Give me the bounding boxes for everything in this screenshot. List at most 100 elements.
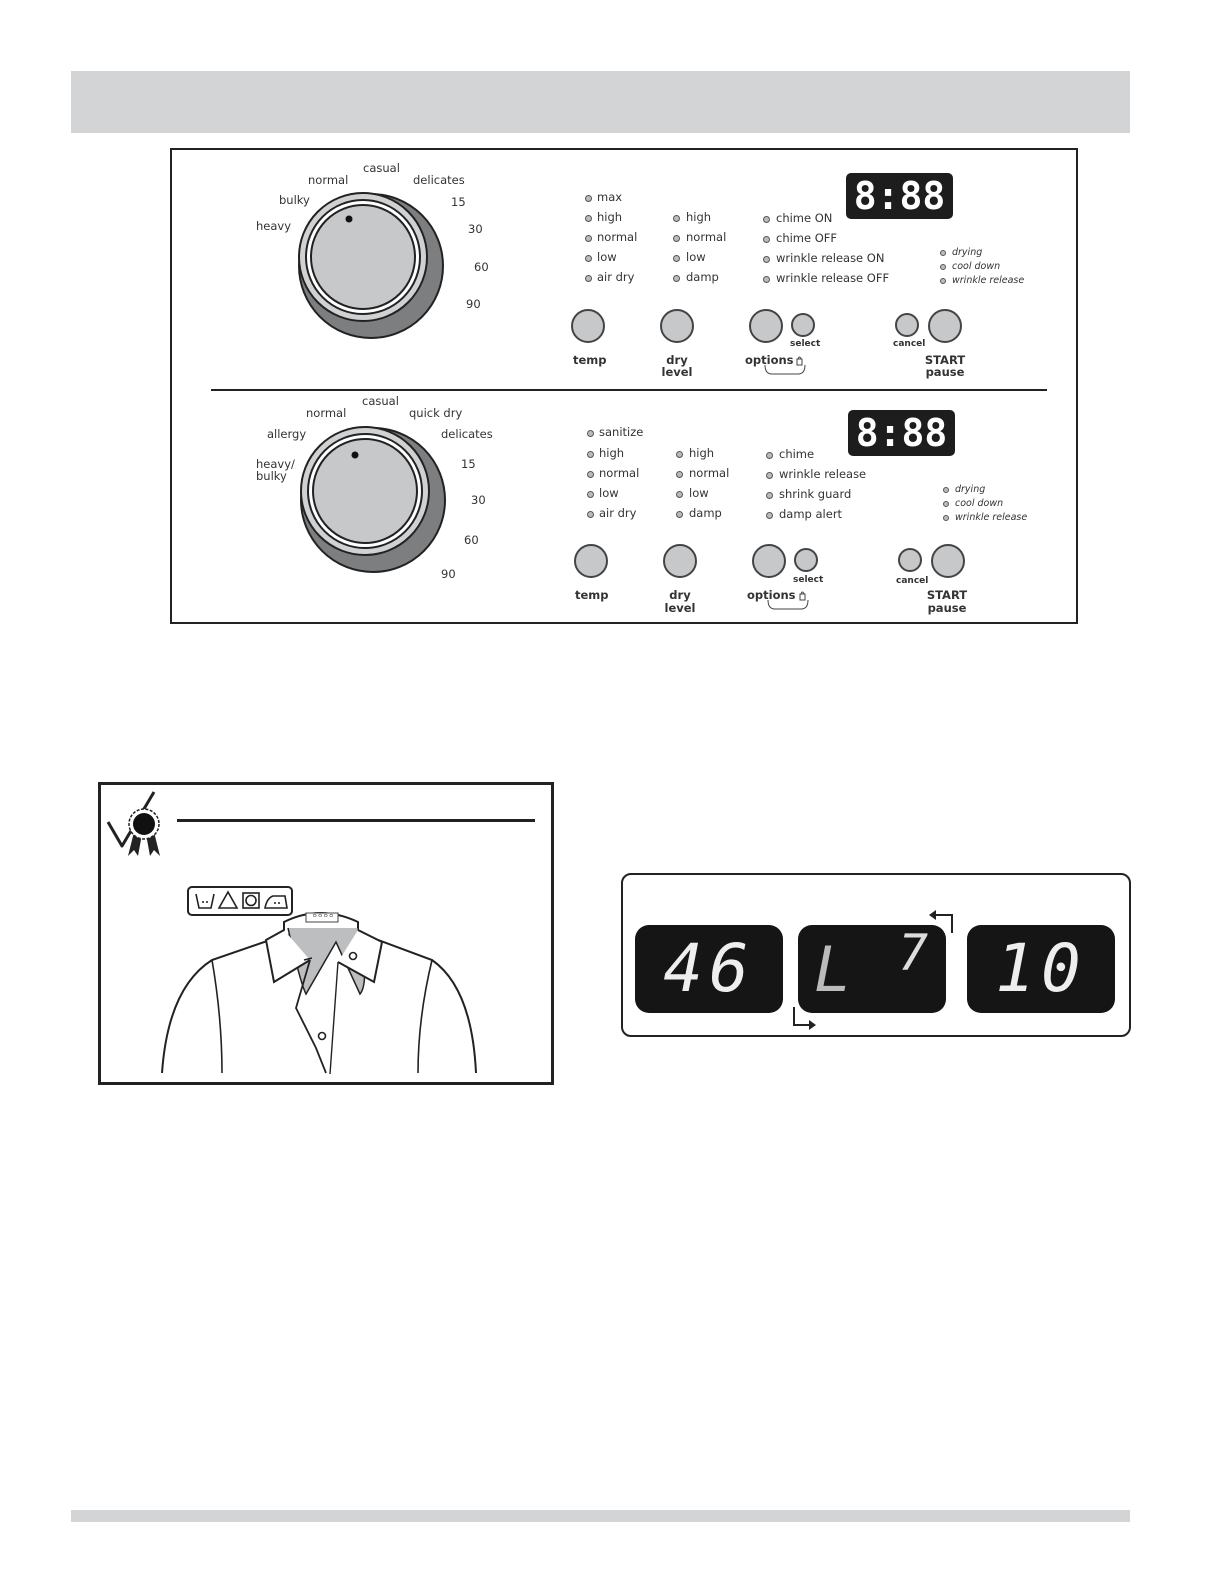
dial-label: bulky	[256, 469, 287, 483]
options-label: options	[745, 353, 794, 367]
dial-label: normal	[306, 406, 347, 420]
indicator-led	[763, 276, 770, 283]
indicator-led	[763, 236, 770, 243]
indicator-led	[766, 472, 773, 479]
dry-option: low	[689, 486, 709, 500]
pause-label: pause	[927, 601, 967, 615]
option-item: wrinkle release ON	[776, 251, 885, 265]
option-item: chime	[779, 447, 815, 461]
temp-option: high	[597, 210, 623, 224]
dial-label: casual	[362, 394, 399, 408]
lock-icon	[767, 591, 809, 610]
dry-option: normal	[689, 466, 730, 480]
options-label: options	[747, 588, 796, 602]
indicator-led	[587, 471, 594, 478]
arrow-icon	[793, 1007, 816, 1030]
temp-option: low	[599, 486, 619, 500]
temp-button[interactable]	[571, 309, 605, 343]
temp-option: sanitize	[599, 425, 644, 439]
option-item: shrink guard	[779, 487, 852, 501]
options-button[interactable]	[752, 544, 786, 578]
award-ribbon-check-icon	[106, 791, 160, 856]
dial-label: bulky	[279, 193, 310, 207]
temp-label: temp	[573, 353, 607, 367]
option-item: chime ON	[776, 211, 833, 225]
indicator-led	[585, 255, 592, 262]
indicator-led	[766, 512, 773, 519]
temp-option: air dry	[597, 270, 635, 284]
dial-label: 15	[461, 457, 476, 471]
start-label: START	[924, 353, 966, 367]
display-sequence-box	[621, 873, 1131, 1037]
dry-option: high	[689, 446, 715, 460]
select-button[interactable]	[791, 313, 815, 337]
cancel-button[interactable]	[898, 548, 922, 572]
dry-label: dry	[669, 588, 691, 602]
shirt-illustration	[161, 912, 477, 1074]
level-label: level	[664, 601, 696, 615]
display-middle-left: L	[814, 933, 858, 1006]
start-pause-button[interactable]	[931, 544, 965, 578]
cycle-dial-bottom[interactable]	[295, 424, 455, 574]
indicator-led	[673, 215, 680, 222]
header-bar	[71, 71, 1130, 133]
care-label-figure	[98, 782, 554, 1085]
cancel-button[interactable]	[895, 313, 919, 337]
indicator-led	[940, 278, 946, 284]
time-display: 8:88	[846, 173, 953, 219]
indicator-led	[587, 430, 594, 437]
dial-label: heavy/	[256, 457, 295, 471]
temp-button[interactable]	[574, 544, 608, 578]
dial-label: normal	[308, 173, 349, 187]
indicator-led	[585, 235, 592, 242]
heading-rule	[177, 819, 535, 822]
lock-icon	[764, 356, 806, 375]
indicator-led	[676, 471, 683, 478]
display-middle-right: 7	[898, 924, 935, 982]
dial-label: 90	[441, 567, 456, 581]
select-label: select	[793, 575, 824, 585]
indicator-led	[766, 492, 773, 499]
dry-option: damp	[689, 506, 722, 520]
option-item: wrinkle release	[779, 467, 867, 481]
indicator-led	[587, 491, 594, 498]
dry-label: dry	[666, 353, 688, 367]
level-label: level	[661, 365, 693, 379]
dial-label: 60	[464, 533, 479, 547]
indicator-led	[676, 451, 683, 458]
dial-label: 30	[468, 222, 483, 236]
panel-divider	[211, 389, 1047, 391]
select-button[interactable]	[794, 548, 818, 572]
dry-level-button[interactable]	[663, 544, 697, 578]
indicator-led	[943, 515, 949, 521]
options-button[interactable]	[749, 309, 783, 343]
dial-label: delicates	[441, 427, 493, 441]
indicator-led	[673, 255, 680, 262]
indicator-led	[673, 235, 680, 242]
temp-option: high	[599, 446, 625, 460]
display-middle: L 7	[798, 925, 946, 1013]
status-item: cool down	[952, 261, 1001, 272]
temp-option: normal	[599, 466, 640, 480]
dry-level-button[interactable]	[660, 309, 694, 343]
indicator-led	[766, 452, 773, 459]
status-item: drying	[955, 484, 986, 495]
temp-label: temp	[575, 588, 609, 602]
status-item: wrinkle release	[952, 275, 1025, 286]
cancel-label: cancel	[893, 339, 926, 349]
start-label: START	[926, 588, 968, 602]
dry-option: low	[686, 250, 706, 264]
time-display: 8:88	[848, 410, 955, 456]
indicator-led	[763, 256, 770, 263]
temp-option: normal	[597, 230, 638, 244]
dial-label: 60	[474, 260, 489, 274]
cycle-dial-top[interactable]	[293, 190, 453, 340]
start-pause-button[interactable]	[928, 309, 962, 343]
indicator-led	[673, 275, 680, 282]
display-first: 46	[635, 925, 783, 1013]
option-item: damp alert	[779, 507, 843, 521]
status-item: wrinkle release	[955, 512, 1028, 523]
indicator-led	[587, 511, 594, 518]
dial-label: heavy	[256, 219, 292, 233]
indicator-led	[763, 216, 770, 223]
